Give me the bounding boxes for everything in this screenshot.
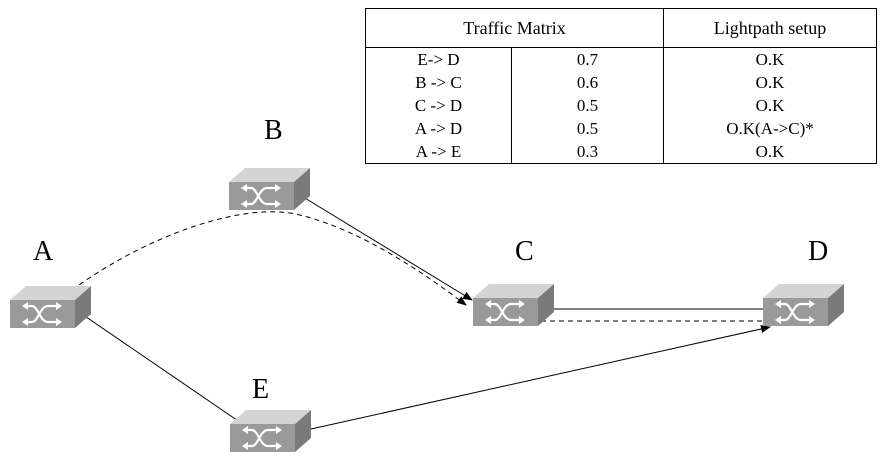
pair-cell: A -> E xyxy=(365,140,512,164)
traffic-matrix-header: Traffic Matrix xyxy=(365,8,664,48)
table-row: B -> C 0.6 O.K xyxy=(365,71,877,94)
table-header-row: Traffic Matrix Lightpath setup xyxy=(365,8,877,48)
switch-e-icon xyxy=(228,408,313,454)
switch-a-icon xyxy=(8,284,93,330)
value-cell: 0.3 xyxy=(511,140,664,164)
status-cell: O.K xyxy=(663,140,877,164)
value-cell: 0.6 xyxy=(511,71,664,94)
status-cell: O.K xyxy=(663,47,877,71)
pair-cell: E-> D xyxy=(365,47,512,71)
value-cell: 0.5 xyxy=(511,117,664,140)
node-label-a: A xyxy=(33,236,54,267)
value-cell: 0.7 xyxy=(511,47,664,71)
traffic-matrix-table: Traffic Matrix Lightpath setup E-> D 0.7… xyxy=(365,8,877,164)
node-label-b: B xyxy=(264,115,283,146)
edge-b-c xyxy=(294,191,473,301)
table-row: A -> E 0.3 O.K xyxy=(365,140,877,164)
node-label-c: C xyxy=(515,236,534,267)
edge-e-d xyxy=(301,325,771,432)
lightpath-setup-header: Lightpath setup xyxy=(663,8,877,48)
node-label-d: D xyxy=(808,236,829,267)
table-row: C -> D 0.5 O.K xyxy=(365,94,877,117)
node-label-e: E xyxy=(252,374,270,405)
switch-d-icon xyxy=(761,282,846,328)
edge-a-c-dashed xyxy=(71,211,467,306)
table-row: E-> D 0.7 O.K xyxy=(365,47,877,71)
edge-a-e xyxy=(72,307,248,428)
pair-cell: A -> D xyxy=(365,117,512,140)
status-cell: O.K(A->C)* xyxy=(663,117,877,140)
value-cell: 0.5 xyxy=(511,94,664,117)
status-cell: O.K xyxy=(663,71,877,94)
switch-c-icon xyxy=(471,282,556,328)
switch-b-icon xyxy=(227,166,312,212)
pair-cell: B -> C xyxy=(365,71,512,94)
table-row: A -> D 0.5 O.K(A->C)* xyxy=(365,117,877,140)
status-cell: O.K xyxy=(663,94,877,117)
pair-cell: C -> D xyxy=(365,94,512,117)
